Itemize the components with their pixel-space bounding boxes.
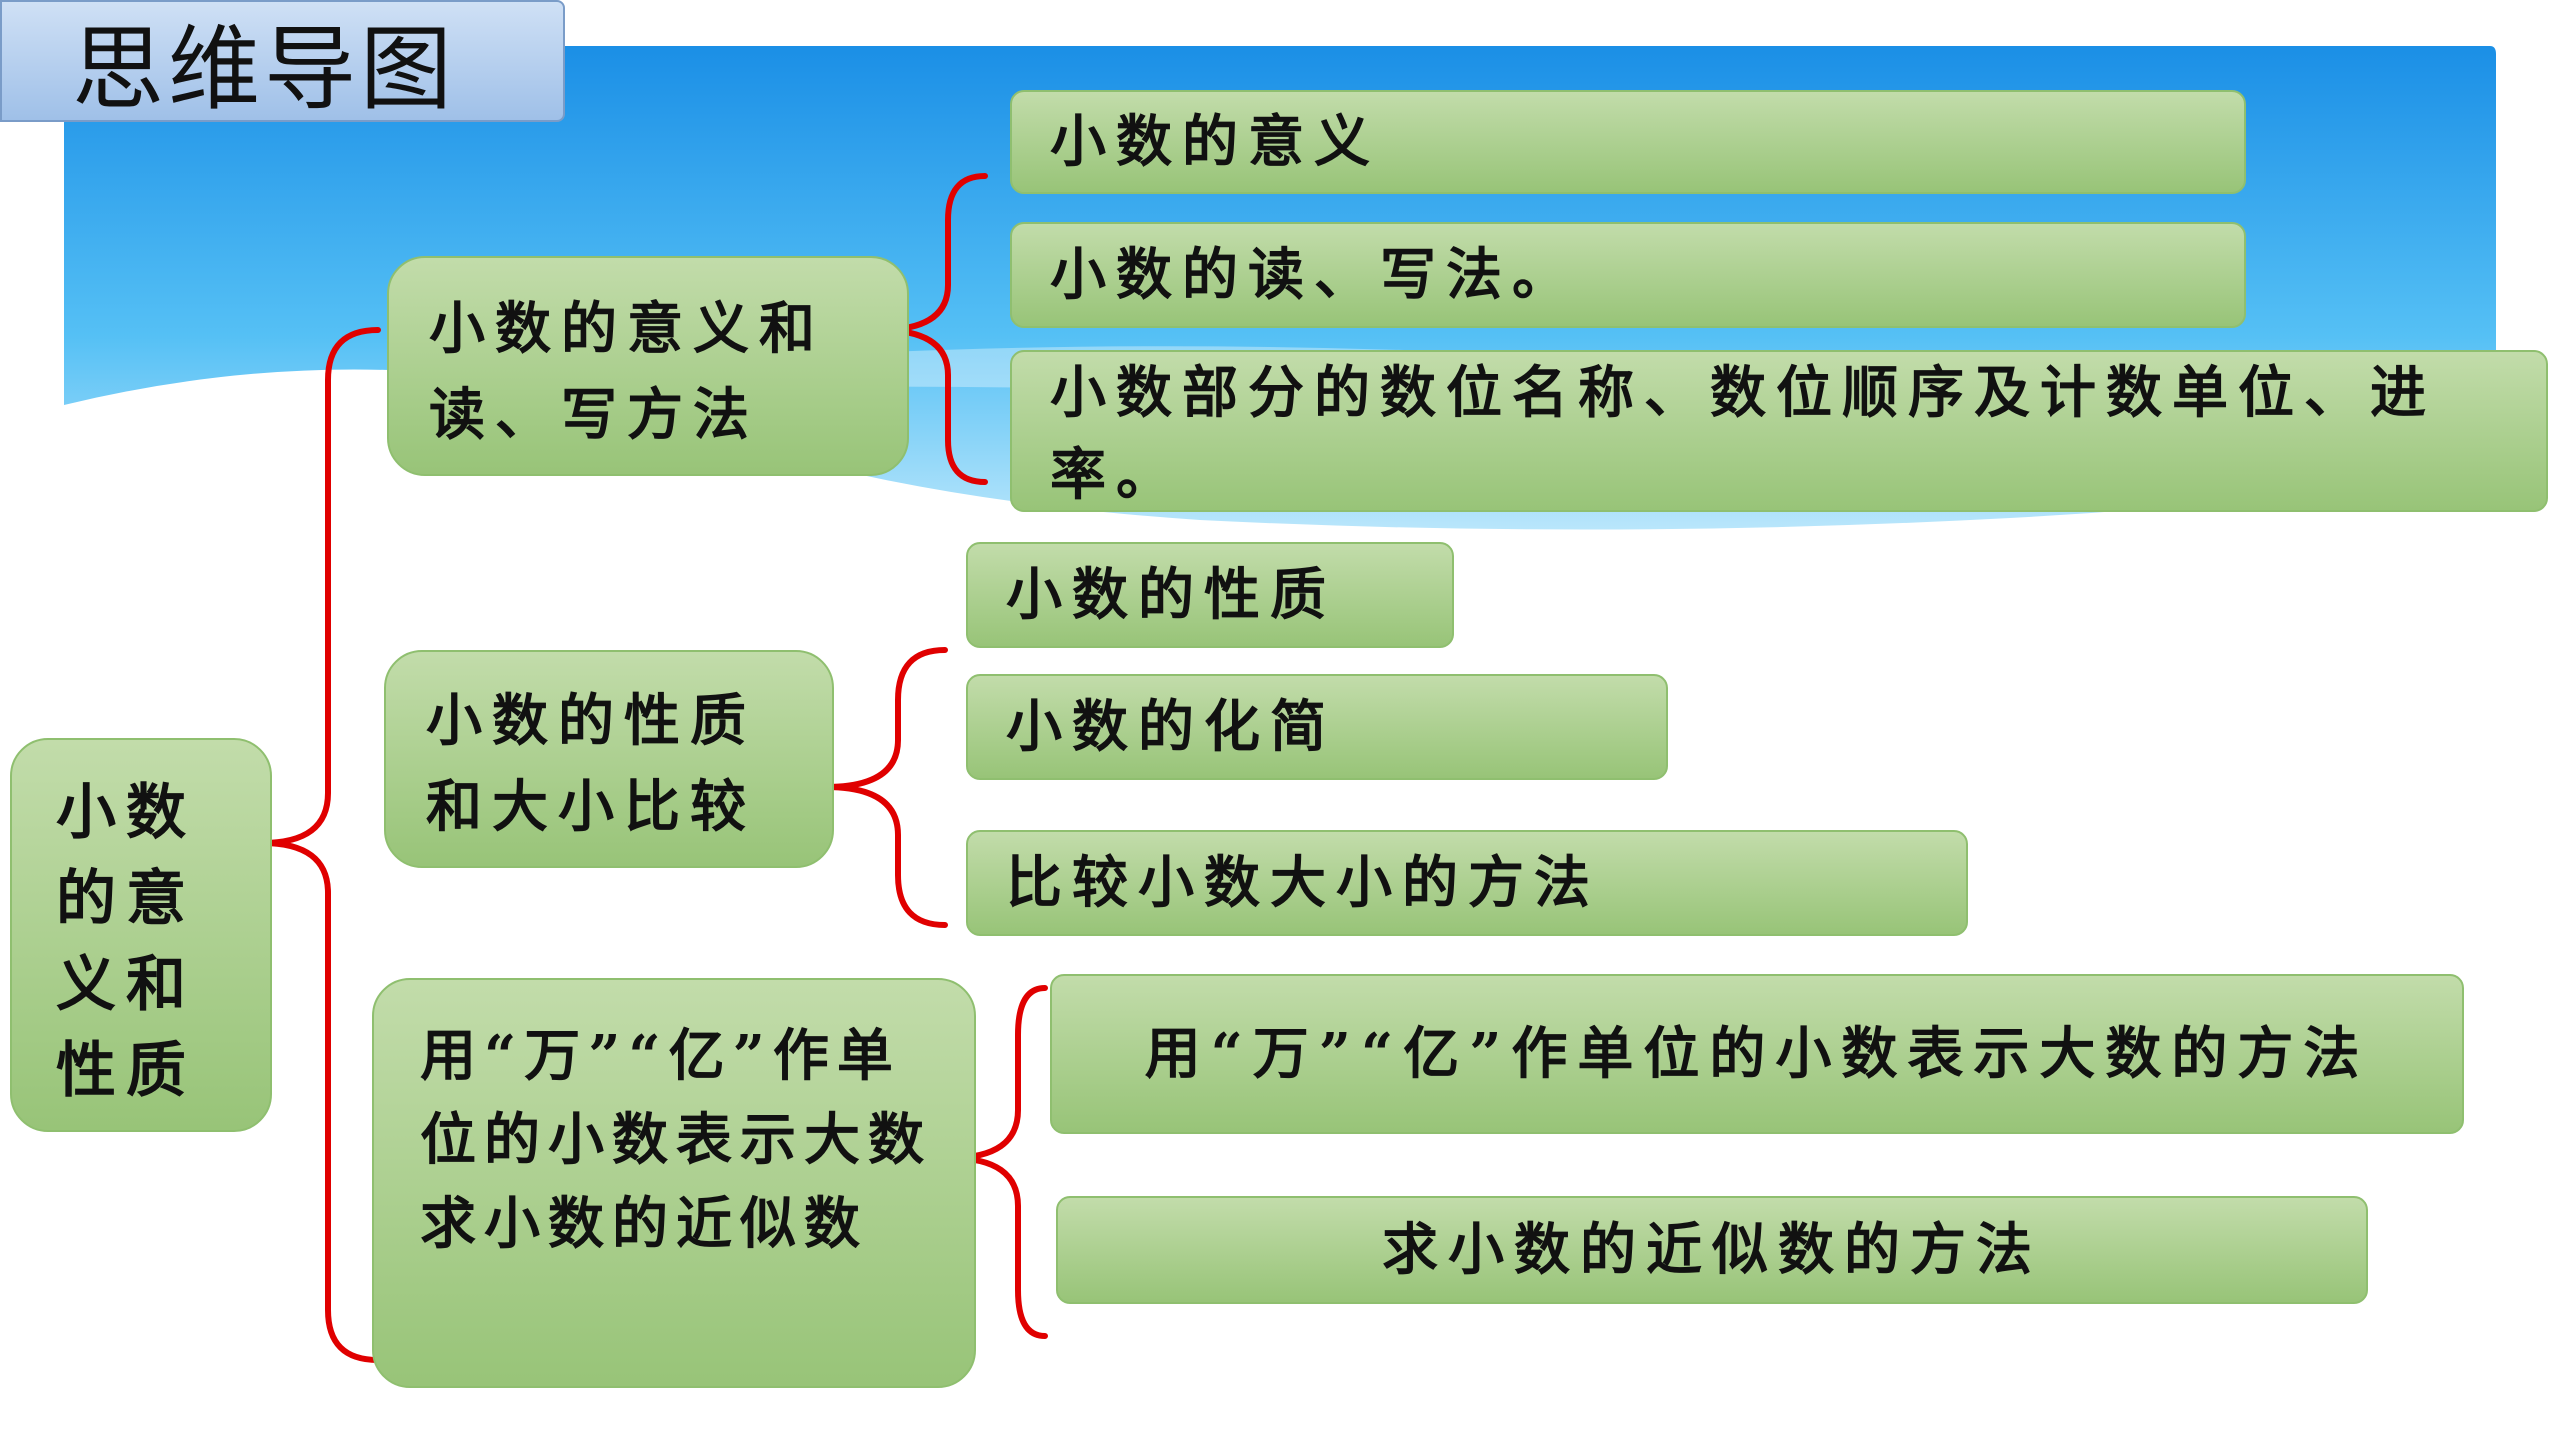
leaf-label: 小数的读、写法。 [1050, 242, 1578, 308]
branch-label-2: 小数的性质和大小比较 [426, 688, 756, 840]
leaf-label: 用“万”“亿”作单位的小数表示大数的方法 [1144, 1021, 2370, 1087]
leaf-node: 小数的意义 [1010, 90, 2246, 194]
leaf-node: 小数部分的数位名称、数位顺序及计数单位、进率。 [1010, 350, 2548, 512]
branch-label-3: 用“万”“亿”作单位的小数表示大数求小数的近似数 [420, 1023, 932, 1257]
leaf-label: 小数的意义 [1050, 109, 1380, 175]
leaf-label: 小数的化简 [1006, 694, 1336, 760]
leaf-label: 比较小数大小的方法 [1006, 850, 1600, 916]
leaf-node: 求小数的近似数的方法 [1056, 1196, 2368, 1304]
leaf-node: 小数的化简 [966, 674, 1668, 780]
branch-node-3: 用“万”“亿”作单位的小数表示大数求小数的近似数 [372, 978, 976, 1388]
leaf-label: 小数的性质 [1006, 562, 1336, 628]
leaf-label: 求小数的近似数的方法 [1382, 1217, 2042, 1283]
branch-label-1: 小数的意义和读、写方法 [429, 296, 825, 448]
leaf-label: 小数部分的数位名称、数位顺序及计数单位、进率。 [1050, 360, 2436, 508]
leaf-node: 比较小数大小的方法 [966, 830, 1968, 936]
root-node: 小数的意义和性质 [10, 738, 272, 1132]
root-label: 小数的意义和性质 [56, 778, 196, 1106]
page-title: 思维导图 [0, 0, 565, 123]
leaf-node: 小数的性质 [966, 542, 1454, 648]
leaf-node: 用“万”“亿”作单位的小数表示大数的方法 [1050, 974, 2464, 1134]
leaf-node: 小数的读、写法。 [1010, 222, 2246, 328]
branch-node-1: 小数的意义和读、写方法 [387, 256, 909, 476]
branch-node-2: 小数的性质和大小比较 [384, 650, 834, 868]
